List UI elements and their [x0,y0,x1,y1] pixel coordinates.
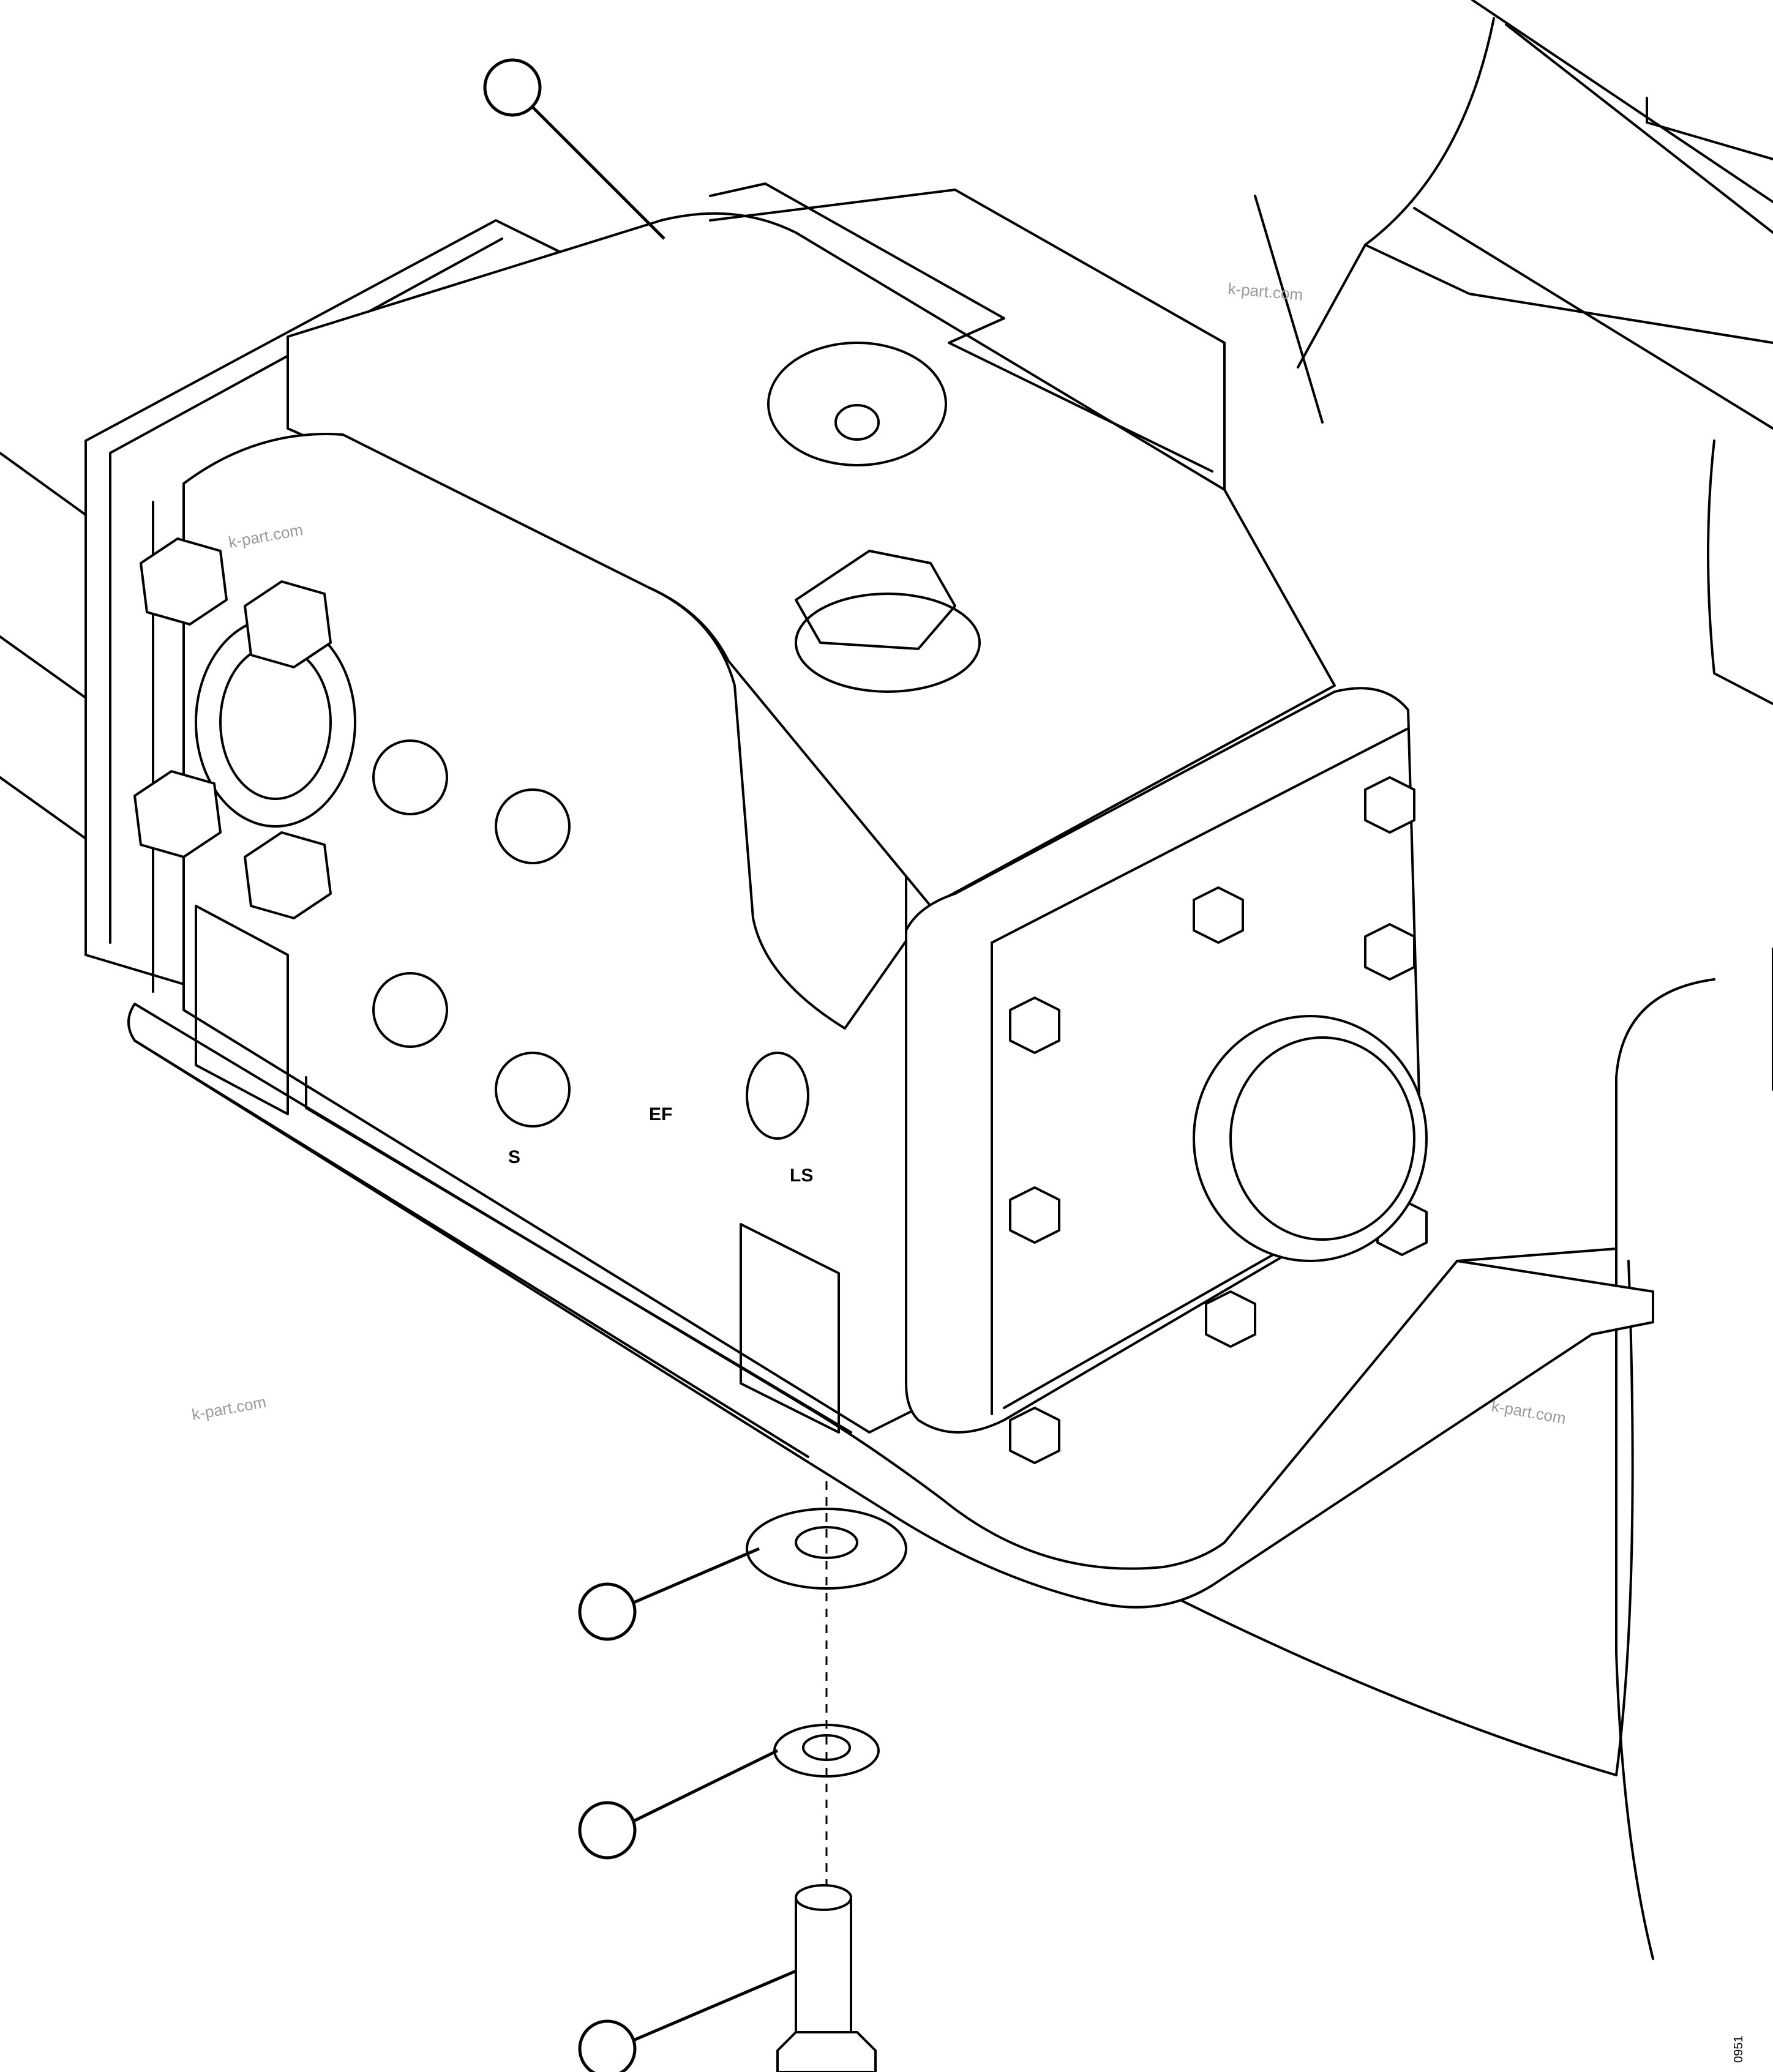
callout-pump [483,58,665,240]
frame-structure [0,0,1773,1960]
cover-bolts [1009,776,1428,1464]
callout-washer [578,1547,760,1641]
watermark: k-part.com [190,1393,268,1424]
mounting-plate [127,1003,1654,1609]
callout-lock-washer [578,1749,779,1860]
hydraulic-pump [84,182,1428,1464]
stamp-ls: LS [790,1165,813,1186]
bolt [776,1884,877,2072]
stamp-s: S [508,1147,520,1167]
watermark: k-part.com [1490,1396,1567,1427]
watermark: k-part.com [1227,279,1303,304]
callout-bolt [578,1969,797,2072]
drawing-code: 0951 [1732,2036,1745,2063]
stamp-ef: EF [649,1104,672,1124]
